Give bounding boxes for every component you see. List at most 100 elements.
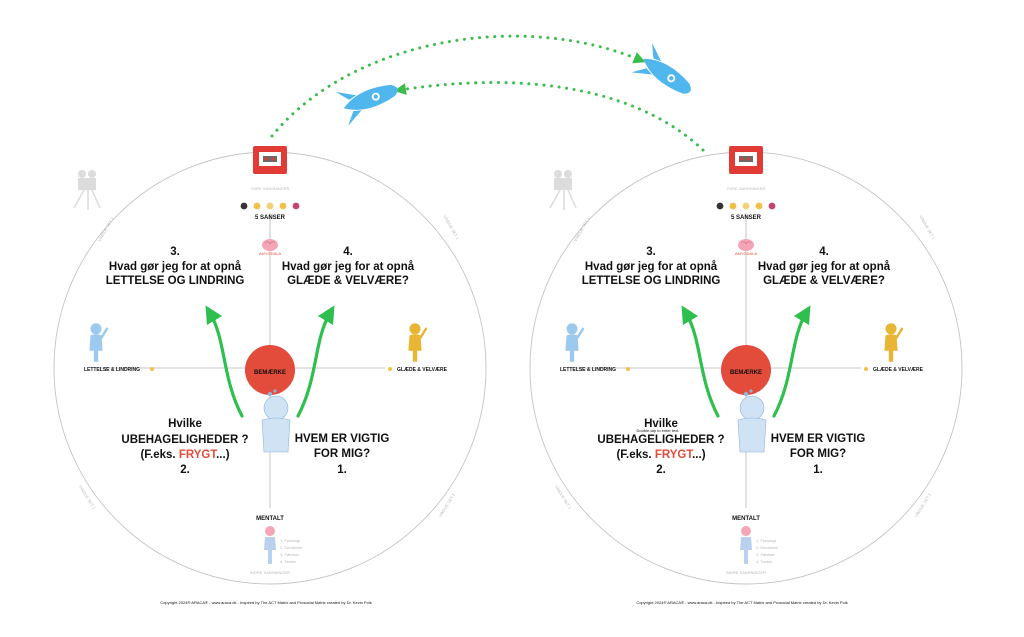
inner-sense-list-item: 3. Følelser (280, 552, 300, 557)
q4-line1: Hvad gør jeg for at opnå (282, 261, 415, 273)
joy-emoji-icon (864, 367, 868, 371)
q2-example: (F.eks. FRYGT...) (616, 449, 705, 461)
relief-emoji-icon (626, 367, 630, 371)
brain-caption: AMYGDALA (735, 251, 758, 256)
runner-icon (408, 323, 428, 362)
q3-number: 3. (170, 246, 180, 258)
q2-number: 2. (180, 464, 190, 476)
text-hint: Double-tap to enter text. (637, 428, 680, 433)
q4-line1: Hvad gør jeg for at opnå (758, 261, 891, 273)
q2-line2: UBEHAGELIGHEDER ? (597, 434, 724, 446)
relief-emoji-icon (150, 367, 154, 371)
inner-sense-list-item: 1. Fysiologi (280, 538, 300, 543)
mouth-icon (292, 202, 300, 210)
q3-line1: Hvad gør jeg for at opnå (585, 261, 718, 273)
nose-icon (279, 202, 287, 210)
brain-caption: AMYGDALA (259, 251, 282, 256)
thinking-person-icon (261, 389, 291, 453)
inner-sense-list-item: 3. Følelser (756, 552, 776, 557)
joy-emoji-icon (388, 367, 392, 371)
ear-icon (729, 202, 737, 210)
brain-icon (738, 239, 754, 251)
brain-icon (262, 239, 278, 251)
rocket-icon (631, 42, 691, 94)
bottom-caption: INDRE SANSNINGER (726, 570, 766, 575)
q4-line2: GLÆDE & VELVÆRE? (763, 275, 885, 287)
q2-line1: Hvilke (168, 418, 202, 430)
q2-suffix: ...) (692, 449, 706, 461)
ear-icon (253, 202, 261, 210)
q2-prefix: (F.eks. (140, 449, 178, 461)
q3-line1: Hvad gør jeg for at opnå (109, 261, 242, 273)
right-label: GLÆDE & VELVÆRE (397, 367, 448, 373)
eyes-icon (240, 202, 248, 210)
q4-line2: GLÆDE & VELVÆRE? (287, 275, 409, 287)
q2-line2: UBEHAGELIGHEDER ? (121, 434, 248, 446)
q3-line2: LETTELSE OG LINDRING (106, 275, 245, 287)
matrix-left-content: YDRE SANSNINGER 5 SANSER AMYGDALA 3. Hvad gø… (73, 146, 461, 605)
q1-number: 1. (337, 464, 347, 476)
runner-icon (89, 323, 109, 362)
rim-label-top-right: VINDUE SET 1 (918, 214, 936, 241)
q2-line1: Hvilke (644, 418, 678, 430)
center-label: BEMÆRKE (730, 370, 762, 376)
dotted-arc-bottom (394, 81, 705, 152)
inner-sense-list-item: 4. Tanker (280, 559, 297, 564)
q2-suffix: ...) (216, 449, 230, 461)
q1-number: 1. (813, 464, 823, 476)
q2-fear-word: FRYGT (655, 449, 694, 461)
rim-label-top-left: VINDUE SET 1 (573, 216, 591, 243)
q4-number: 4. (819, 246, 829, 258)
q2-example: (F.eks. FRYGT...) (140, 449, 229, 461)
bottom-label: MENTALT (256, 516, 284, 522)
copyright: Copyright 2024® ARACA® - www.araca.dk - … (636, 600, 847, 605)
hand-icon (742, 202, 750, 210)
bottom-label: MENTALT (732, 516, 760, 522)
runner-icon (565, 323, 585, 362)
q2-prefix: (F.eks. (616, 449, 654, 461)
dotted-arc-top (270, 34, 646, 138)
q1-line2: FOR MIG? (314, 448, 370, 460)
rim-label-bottom-right: VINDUE SET 1 (437, 492, 456, 518)
senses-label: 5 SANSER (731, 215, 762, 221)
q1-line1: HVEM ER VIGTIG (771, 433, 866, 445)
senses-label: 5 SANSER (255, 215, 286, 221)
rim-label-top-right: VINDUE SET 1 (442, 214, 460, 241)
senses-icons (240, 202, 300, 210)
q4-number: 4. (343, 246, 353, 258)
copyright: Copyright 2024® ARACA® - www.araca.dk - … (160, 600, 371, 605)
inner-sense-list-item: 1. Fysiologi (756, 538, 776, 543)
fire-alarm-icon (729, 146, 763, 174)
center-label: BEMÆRKE (254, 370, 286, 376)
q3-number: 3. (646, 246, 656, 258)
q2-fear-word: FRYGT (179, 449, 218, 461)
eyes-icon (716, 202, 724, 210)
right-label: GLÆDE & VELVÆRE (873, 367, 924, 373)
top-caption: YDRE SANSNINGER (251, 186, 290, 191)
inner-sense-list-item: 2. Emotioner (280, 545, 303, 550)
human-body-icon (740, 526, 752, 564)
q3-line2: LETTELSE OG LINDRING (582, 275, 721, 287)
matrix-right-content: YDRE SANSNINGER 5 SANSER AMYGDALA 3. Hvad gø… (549, 146, 937, 605)
rim-label-top-left: VINDUE SET 1 (97, 216, 115, 243)
left-label: LETTELSE & LINDRING (560, 367, 616, 373)
human-body-icon (264, 526, 276, 564)
q1-line2: FOR MIG? (790, 448, 846, 460)
camera-icon (549, 170, 577, 210)
rim-label-bottom-left: VINDUE SET 1 (78, 484, 97, 510)
fire-alarm-icon (253, 146, 287, 174)
nose-icon (755, 202, 763, 210)
q2-number: 2. (656, 464, 666, 476)
bottom-caption: INDRE SANSNINGER (250, 570, 290, 575)
left-label: LETTELSE & LINDRING (84, 367, 140, 373)
inner-sense-list-item: 4. Tanker (756, 559, 773, 564)
rim-label-bottom-left: VINDUE SET 1 (554, 484, 573, 510)
thinking-person-icon (737, 389, 767, 453)
runner-icon (884, 323, 904, 362)
hand-icon (266, 202, 274, 210)
q1-line1: HVEM ER VIGTIG (295, 433, 390, 445)
rocket-icon (335, 84, 398, 126)
top-caption: YDRE SANSNINGER (727, 186, 766, 191)
camera-icon (73, 170, 101, 210)
